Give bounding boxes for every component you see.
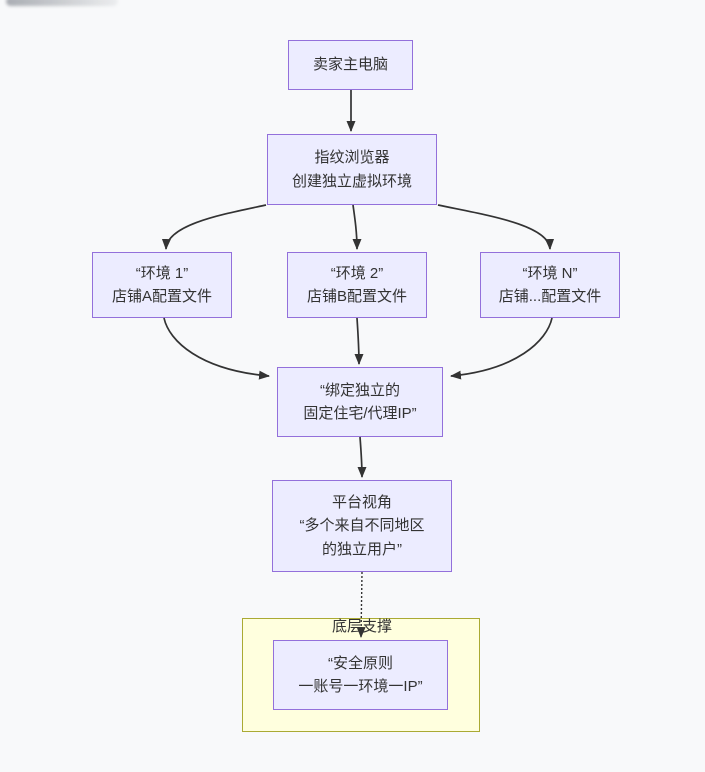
node-environment-1: “环境 1” 店铺A配置文件 bbox=[92, 252, 232, 318]
node-label-line: 的独立用户” bbox=[322, 540, 402, 558]
edge-label-foundation-support: 底层支撑 bbox=[331, 618, 392, 635]
node-label-line: “环境 1” bbox=[135, 264, 189, 282]
node-label-line: 平台视角 bbox=[331, 493, 392, 511]
edge-bindip-platform bbox=[357, 436, 367, 478]
node-label-line: 固定住宅/代理IP” bbox=[303, 405, 417, 422]
node-environment-2: “环境 2” 店铺B配置文件 bbox=[287, 252, 427, 318]
node-label-line: “安全原则 bbox=[328, 654, 393, 672]
node-label-line: “环境 2” bbox=[330, 264, 384, 282]
node-environment-n: “环境 N” 店铺...配置文件 bbox=[480, 252, 620, 318]
top-left-smudge bbox=[6, 0, 118, 6]
edge-env1-bindip bbox=[163, 317, 270, 380]
node-label-line: 店铺B配置文件 bbox=[306, 288, 407, 305]
node-label-line: “多个来自不同地区 bbox=[299, 517, 425, 535]
node-label-line: 创建独立虚拟环境 bbox=[291, 172, 412, 190]
node-bind-independent-ip: “绑定独立的 固定住宅/代理IP” bbox=[277, 367, 443, 437]
node-platform-view: 平台视角 “多个来自不同地区 的独立用户” bbox=[272, 480, 452, 572]
edge-browser-env1 bbox=[161, 204, 267, 250]
edge-browser-env2 bbox=[352, 204, 362, 250]
edge-browser-envN bbox=[437, 204, 555, 250]
edge-env2-bindip bbox=[354, 317, 364, 365]
edge-envN-bindip bbox=[450, 317, 553, 380]
node-label-line: 指纹浏览器 bbox=[314, 149, 390, 166]
node-label-line: 卖家主电脑 bbox=[312, 56, 388, 74]
node-label-line: 一账号一环境一IP” bbox=[298, 678, 423, 695]
node-seller-computer: 卖家主电脑 bbox=[288, 40, 413, 90]
node-fingerprint-browser: 指纹浏览器 创建独立虚拟环境 bbox=[267, 134, 437, 205]
node-label-line: 店铺...配置文件 bbox=[498, 288, 602, 305]
node-security-principle: “安全原则 一账号一环境一IP” bbox=[273, 640, 448, 710]
node-label-line: “绑定独立的 bbox=[320, 381, 400, 399]
node-label-line: “环境 N” bbox=[522, 264, 578, 282]
node-label-line: 店铺A配置文件 bbox=[111, 288, 212, 305]
